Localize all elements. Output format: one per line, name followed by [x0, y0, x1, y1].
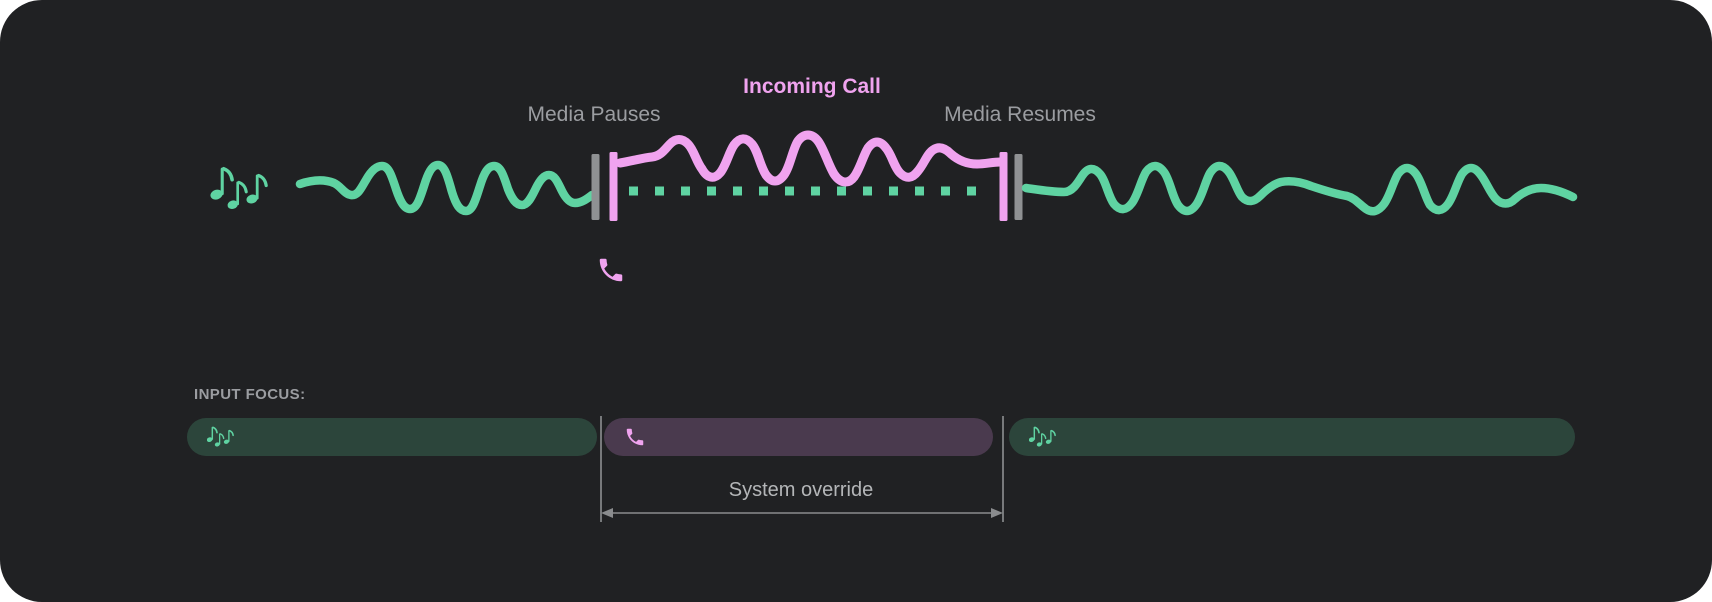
override-right-guide-line — [1002, 416, 1004, 522]
pause-marker-pink-bar — [609, 152, 618, 221]
focus-bar-incoming-call — [604, 418, 993, 456]
media-resumes-label: Media Resumes — [944, 103, 1096, 126]
focus-bar-media-after — [1009, 418, 1575, 456]
system-override-label: System override — [728, 479, 874, 501]
music-notes-icon — [1029, 426, 1056, 448]
incoming-call-wave — [615, 130, 1005, 187]
music-notes-icon — [207, 166, 268, 212]
incoming-call-label: Incoming Call — [743, 75, 881, 98]
system-override-arrow — [601, 508, 1003, 518]
phone-icon — [626, 428, 644, 446]
media-wave-after — [1021, 161, 1578, 216]
focus-bar-media-before — [187, 418, 597, 456]
resume-marker-gray-bar — [1014, 154, 1023, 220]
media-pauses-label: Media Pauses — [527, 103, 661, 126]
waveform-graphic — [207, 130, 1578, 282]
input-focus-heading: INPUT FOCUS: — [194, 386, 306, 403]
override-left-guide-line — [600, 416, 602, 522]
media-wave-before — [295, 160, 597, 216]
phone-icon — [599, 258, 623, 282]
resume-marker-pink-bar — [999, 152, 1008, 221]
pause-marker-gray-bar — [591, 154, 600, 220]
music-notes-icon — [207, 426, 234, 448]
